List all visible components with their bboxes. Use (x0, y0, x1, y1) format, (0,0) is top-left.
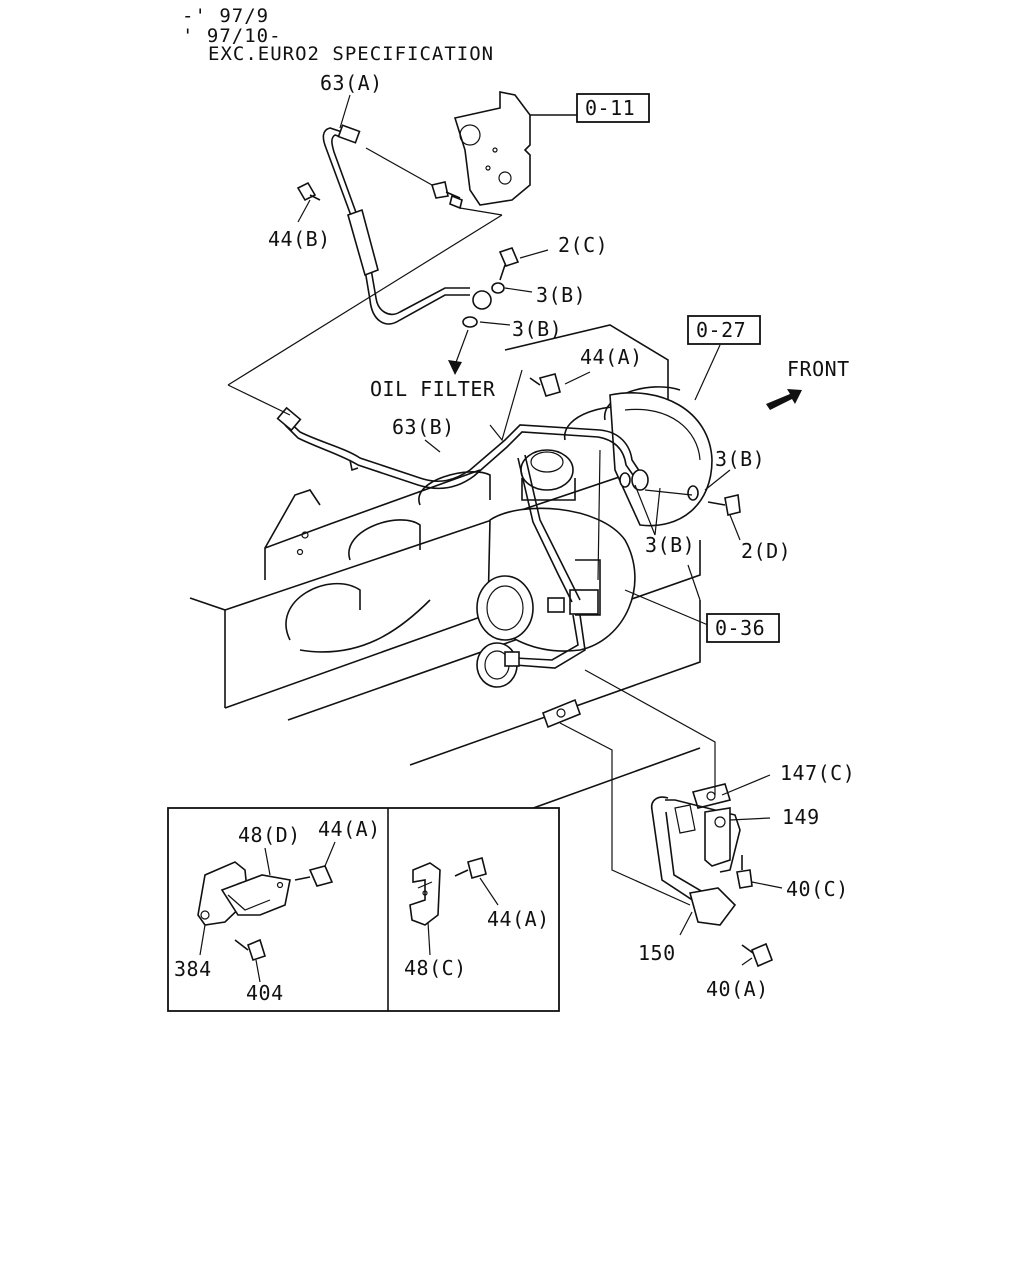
label-150: 150 (638, 941, 676, 965)
label-44b: 44(B) (268, 227, 331, 251)
oil-drain-pipe (541, 669, 741, 926)
leader-lines (227, 94, 783, 966)
ref-box-0-36: 0-36 (706, 613, 780, 643)
header-line-1: -' 97/9 (182, 5, 269, 27)
front-arrow-icon (766, 389, 802, 410)
header-line-3: EXC.EURO2 SPECIFICATION (208, 43, 494, 65)
label-63b: 63(B) (392, 415, 455, 439)
fasteners (296, 181, 774, 968)
label-3b-upper: 3(B) (536, 283, 586, 307)
ref-0-11-text: 0-11 (585, 96, 635, 120)
front-label: FRONT (787, 357, 850, 381)
oil-pipe-63b (276, 406, 649, 669)
label-147c: 147(C) (780, 761, 855, 785)
inset-label-44a-right: 44(A) (487, 907, 550, 931)
label-3b-turbo: 3(B) (645, 533, 695, 557)
ref-box-0-11: 0-11 (576, 93, 650, 123)
part-labels: 63(A) 44(B) 2(C) 3(B) 3(B) 44(A) OIL FIL… (268, 71, 855, 1001)
inset-label-48d: 48(D) (238, 823, 301, 847)
mounting-bracket (453, 91, 578, 206)
inset-label-48c: 48(C) (404, 956, 467, 980)
label-3b-right: 3(B) (715, 447, 765, 471)
inset-label-404: 404 (246, 981, 284, 1005)
oil-filter-label: OIL FILTER (370, 377, 496, 401)
inset-right: 44(A) 48(C) (404, 857, 550, 980)
inset-left: 48(D) 44(A) 384 404 (174, 817, 381, 1005)
oil-pipe-63a (322, 124, 492, 325)
label-2c: 2(C) (558, 233, 608, 257)
ref-0-36-text: 0-36 (715, 616, 765, 640)
label-2d: 2(D) (741, 539, 791, 563)
header: -' 97/9 ' 97/10- EXC.EURO2 SPECIFICATION (182, 5, 494, 65)
ref-box-0-27: 0-27 (687, 315, 761, 345)
inset-label-384: 384 (174, 957, 212, 981)
label-40c: 40(C) (786, 877, 849, 901)
header-line-2: ' 97/10- (182, 25, 282, 47)
label-149: 149 (782, 805, 820, 829)
label-3b-lower: 3(B) (512, 317, 562, 341)
label-44a: 44(A) (580, 345, 643, 369)
inset-label-44a-left: 44(A) (318, 817, 381, 841)
label-40a: 40(A) (706, 977, 769, 1001)
ref-0-27-text: 0-27 (696, 318, 746, 342)
label-63a: 63(A) (320, 71, 383, 95)
